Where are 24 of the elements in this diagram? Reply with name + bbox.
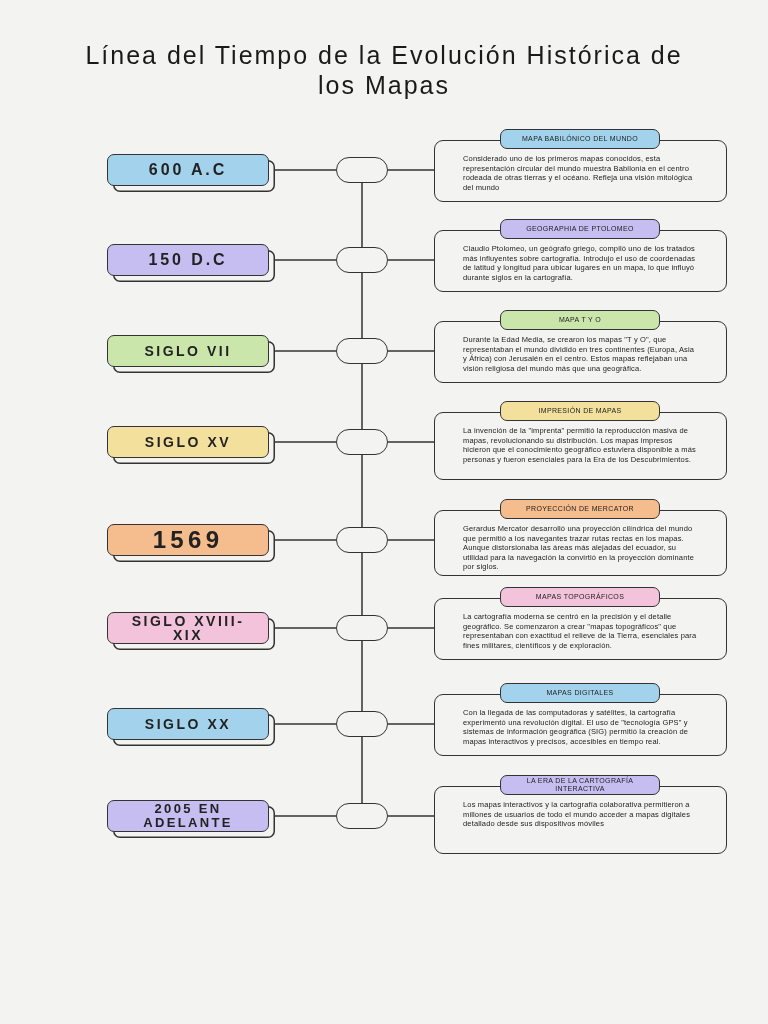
event-card (434, 598, 727, 660)
connector-line (361, 272, 363, 339)
connector-line (387, 441, 435, 443)
connector-line (387, 169, 435, 171)
connector-line (387, 627, 435, 629)
event-card (434, 412, 727, 480)
connector-line (387, 723, 435, 725)
event-card (434, 786, 727, 854)
connector-line (361, 182, 363, 248)
connector-line (361, 454, 363, 528)
connector-line (387, 815, 435, 817)
event-card (434, 230, 727, 292)
connector-line (387, 539, 435, 541)
connector-line (387, 259, 435, 261)
connector-line (387, 350, 435, 352)
title: Línea del Tiempo de la Evolución Histórica de los Mapas (84, 40, 684, 100)
connector-line (361, 640, 363, 712)
connector-line (361, 363, 363, 430)
event-card (434, 140, 727, 202)
connector-line (361, 736, 363, 804)
event-card (434, 510, 727, 576)
event-card (434, 694, 727, 756)
event-card (434, 321, 727, 383)
connector-line (361, 552, 363, 616)
